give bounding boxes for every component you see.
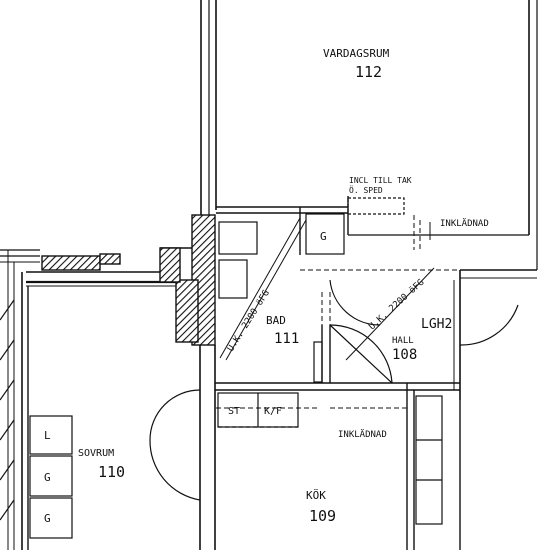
room-number-sovrum: 110 (98, 463, 125, 481)
room-name-hall: HALL (392, 336, 414, 346)
room-labels: VARDAGSRUM 112 BAD 111 HALL 108 SOVRUM 1… (78, 47, 417, 525)
room-number-kok: 109 (309, 507, 336, 525)
note-o-sped: Ö. SPED (349, 185, 383, 195)
note-inklaednad-top: INKLÄDNAD (440, 218, 489, 229)
walls (0, 0, 538, 550)
beam-lines (219, 217, 435, 361)
room-name-vardagsrum: VARDAGSRUM (323, 47, 390, 60)
room-number-bad: 111 (274, 331, 299, 347)
room-name-bad: BAD (266, 314, 286, 327)
cabinet-l: L (44, 429, 51, 442)
cabinet-kf: K/F (264, 406, 282, 417)
room-name-sovrum: SOVRUM (78, 448, 114, 459)
apartment-label: LGH2 (421, 317, 452, 332)
room-number-hall: 108 (392, 347, 417, 363)
room-number-vardagsrum: 112 (355, 63, 382, 81)
note-incl-till-tak: INCL TILL TAK (349, 176, 412, 185)
note-inklaednad-bottom: INKLÄDNAD (338, 429, 387, 440)
cabinet-g-bath: G (320, 230, 327, 243)
door-swings (149, 279, 519, 501)
cabinet-st: ST (228, 406, 240, 417)
room-name-kok: KÖK (306, 489, 326, 502)
cabinet-g2: G (44, 512, 51, 525)
fixtures (0, 197, 443, 539)
masonry (41, 214, 216, 346)
dashed-lines (216, 215, 460, 409)
note-height-hall: U.K. 2200 öFG (367, 278, 426, 333)
cabinet-g1: G (44, 471, 51, 484)
